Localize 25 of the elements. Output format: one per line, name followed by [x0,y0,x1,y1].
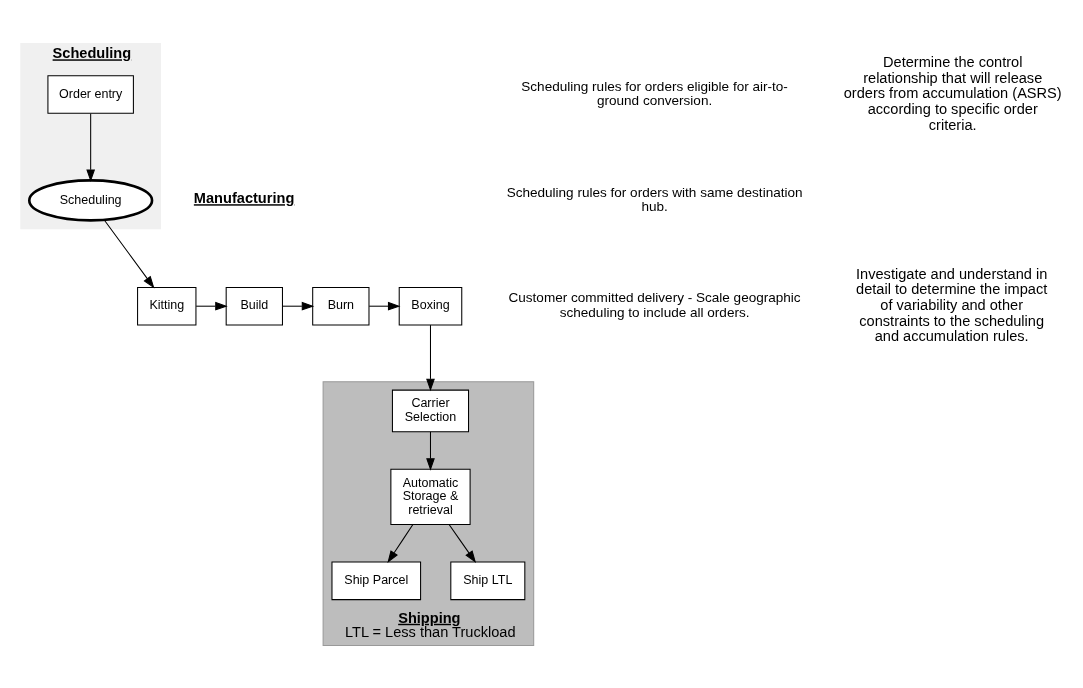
arrow [448,523,477,563]
arrow [195,301,228,311]
label: Manufacturing [193,189,295,206]
arrow [103,218,155,288]
arrow [387,523,414,563]
arrow [368,301,401,311]
arrow [282,301,315,311]
node-box: Boxing [398,286,463,325]
arrow [426,324,435,391]
node-box: Ship Parcel [331,561,422,600]
arrow [86,112,96,182]
label: Customer committed delivery - Scale geographic scheduling to include all orders. [508,289,801,320]
node-box: Carrier Selection [391,389,470,432]
node-box: Ship LTL [450,561,526,600]
node-ellipse: Scheduling [28,178,154,222]
node-box: Order entry [47,74,134,114]
node-box: Burn [312,286,370,325]
label: Determine the control relationship that will release orders from accumulation (ASRS) according to specific order criteria. [843,53,1062,133]
node-box: Kitting [137,286,197,325]
label: Scheduling rules for orders with same destination hub. [506,184,803,214]
label: Scheduling rules for orders eligible for air-to-ground conversion. [521,78,788,108]
label: Investigate and understand in detail to determine the impact of variability and other constraints to the scheduling and accumulation rules. [856,265,1048,344]
arrow [426,430,435,471]
node-box: Automatic Storage & retrieval [390,468,471,525]
node-box: Build [225,286,283,325]
